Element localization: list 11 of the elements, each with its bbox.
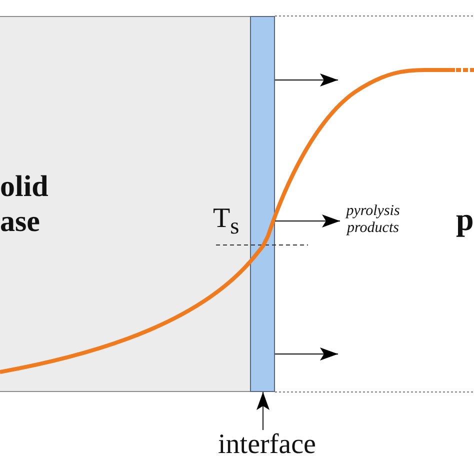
phase-label: olid ase — [0, 169, 50, 239]
arrow — [256, 392, 270, 430]
arrow — [275, 74, 338, 86]
solid-region — [0, 16, 250, 392]
interface-label: interface — [207, 430, 327, 460]
temperature-label: T$_{s}$ — [213, 203, 240, 242]
arrow — [275, 348, 338, 360]
interface-bar — [250, 16, 275, 392]
pyrolysis-label: pyrolysis products — [340, 203, 406, 237]
arrow — [275, 214, 340, 228]
phase-label: p — [456, 203, 474, 235]
